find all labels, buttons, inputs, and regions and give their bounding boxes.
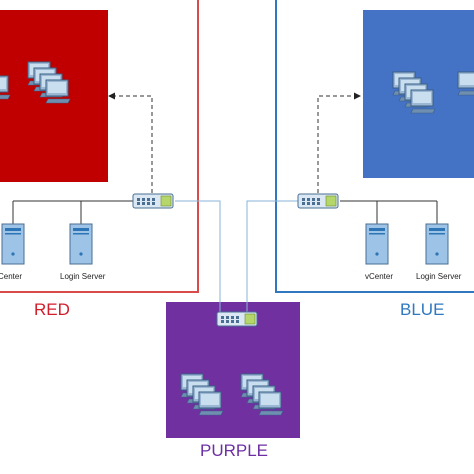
red-workstation-partial xyxy=(0,75,11,100)
blue-login-server xyxy=(425,223,449,265)
blue-zone-frame xyxy=(275,0,474,293)
purple-network-switch xyxy=(216,311,258,327)
red-dashed-arrow xyxy=(113,95,153,193)
blue-vcenter-server xyxy=(365,223,389,265)
blue-vcenter-label: vCenter xyxy=(365,272,394,281)
link-red-purple xyxy=(175,200,221,312)
blue-dashed-arrow xyxy=(317,95,356,193)
red-login-server xyxy=(69,223,93,265)
link-blue-purple xyxy=(246,200,300,312)
blue-zone-label: BLUE xyxy=(400,300,445,319)
blue-login-server-label: Login Server xyxy=(416,272,462,281)
red-zone-frame xyxy=(0,0,199,293)
blue-workstation-partial xyxy=(457,71,474,96)
purple-zone-label: PURPLE xyxy=(200,441,269,460)
red-vcenter-server xyxy=(1,223,25,265)
blue-network-switch xyxy=(297,193,339,209)
red-login-server-label: Login Server xyxy=(60,272,106,281)
red-network-switch xyxy=(132,193,174,209)
red-vcenter-label: vCenter xyxy=(0,272,23,281)
red-zone-label: RED xyxy=(34,300,70,319)
